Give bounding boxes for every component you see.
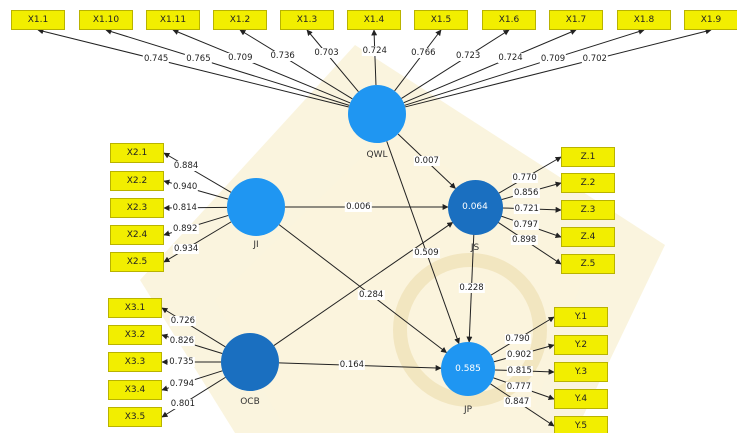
- loading-value-x1-4: 0.724: [361, 45, 388, 56]
- indicator-x2-2[interactable]: X2.2: [110, 171, 164, 191]
- construct-ocb[interactable]: [221, 333, 279, 391]
- loading-value-z-3: 0.721: [513, 203, 540, 214]
- loading-value-x1-2: 0.736: [269, 51, 296, 62]
- loading-value-y-4: 0.777: [505, 381, 533, 392]
- path-coefficient-ji-js: 0.006: [345, 202, 372, 212]
- loading-value-x1-5: 0.766: [410, 48, 437, 59]
- loading-value-x3-4: 0.794: [168, 378, 196, 389]
- indicator-x1-7[interactable]: X1.7: [549, 10, 603, 30]
- loading-edge-x1-10: [105, 28, 350, 106]
- loading-edge-x1-2: [239, 29, 353, 100]
- loading-edge-x1-5: [394, 29, 442, 92]
- loading-edge-x3-5: [161, 376, 226, 418]
- indicator-x1-5[interactable]: X1.5: [414, 10, 468, 30]
- indicator-x3-5[interactable]: X3.5: [108, 407, 162, 427]
- construct-label-js: JS: [470, 243, 480, 253]
- path-edge-ocb-js: [273, 221, 454, 346]
- loading-value-z-2: 0.856: [513, 187, 540, 198]
- construct-r2-js: 0.064: [462, 202, 488, 212]
- construct-qwl[interactable]: [348, 85, 406, 143]
- indicator-x3-3[interactable]: X3.3: [108, 352, 162, 372]
- loading-value-x3-3: 0.735: [168, 357, 195, 367]
- loading-value-x2-2: 0.940: [171, 181, 199, 192]
- indicator-x1-3[interactable]: X1.3: [280, 10, 334, 30]
- indicator-z-2[interactable]: Z.2: [561, 173, 615, 193]
- path-coefficient-ocb-jp: 0.164: [338, 360, 366, 371]
- loading-value-z-4: 0.797: [512, 219, 540, 230]
- loading-value-y-5: 0.847: [504, 396, 531, 407]
- loading-edge-x3-1: [161, 307, 226, 348]
- indicator-x1-9[interactable]: X1.9: [684, 10, 737, 30]
- indicator-x3-4[interactable]: X3.4: [108, 380, 162, 400]
- construct-label-qwl: QWL: [366, 150, 388, 160]
- loading-value-x1-8: 0.709: [539, 53, 567, 64]
- loading-edge-x1-1: [37, 28, 349, 108]
- loading-edge-x1-8: [404, 28, 645, 106]
- loading-value-x1-10: 0.765: [185, 53, 212, 64]
- indicator-x2-4[interactable]: X2.4: [110, 225, 164, 245]
- indicator-y-2[interactable]: Y.2: [554, 335, 608, 355]
- construct-ji[interactable]: [227, 178, 285, 236]
- loading-value-x1-6: 0.723: [454, 51, 482, 61]
- loading-edge-x1-7: [403, 29, 577, 104]
- indicator-x1-8[interactable]: X1.8: [617, 10, 671, 30]
- loading-value-x2-3: 0.814: [171, 202, 198, 213]
- loading-value-x1-7: 0.724: [497, 52, 524, 63]
- path-coefficient-qwl-jp: 0.509: [413, 247, 440, 258]
- loading-value-x1-3: 0.703: [313, 48, 340, 59]
- loading-value-z-5: 0.898: [511, 234, 538, 245]
- indicator-x1-2[interactable]: X1.2: [213, 10, 267, 30]
- indicator-z-5[interactable]: Z.5: [561, 254, 615, 274]
- indicator-x1-1[interactable]: X1.1: [11, 10, 65, 30]
- construct-label-ocb: OCB: [240, 397, 260, 407]
- construct-r2-jp: 0.585: [455, 364, 481, 374]
- loading-value-x2-1: 0.884: [172, 160, 200, 171]
- loading-edge-x1-6: [401, 29, 510, 99]
- loading-value-x1-9: 0.702: [581, 54, 608, 65]
- indicator-x3-1[interactable]: X3.1: [108, 298, 162, 318]
- path-coefficient-qwl-js: 0.007: [413, 156, 440, 167]
- indicator-x1-11[interactable]: X1.11: [146, 10, 200, 30]
- indicator-x2-3[interactable]: X2.3: [110, 198, 164, 218]
- indicator-y-3[interactable]: Y.3: [554, 362, 608, 382]
- indicator-z-1[interactable]: Z.1: [561, 147, 615, 167]
- indicator-x3-2[interactable]: X3.2: [108, 325, 162, 345]
- indicator-y-1[interactable]: Y.1: [554, 307, 608, 327]
- path-coefficient-js-jp: 0.228: [458, 283, 485, 293]
- indicator-z-4[interactable]: Z.4: [561, 227, 615, 247]
- loading-edge-x2-5: [163, 221, 232, 263]
- loading-value-x2-4: 0.892: [172, 223, 199, 234]
- indicator-x2-1[interactable]: X2.1: [110, 143, 164, 163]
- indicator-x1-4[interactable]: X1.4: [347, 10, 401, 30]
- loading-value-x2-5: 0.934: [172, 243, 200, 254]
- indicator-x1-6[interactable]: X1.6: [482, 10, 536, 30]
- construct-js[interactable]: [448, 180, 503, 235]
- loading-edge-x1-11: [172, 29, 351, 104]
- indicator-y-4[interactable]: Y.4: [554, 389, 608, 409]
- indicator-x2-5[interactable]: X2.5: [110, 252, 164, 272]
- loading-value-y-2: 0.902: [506, 349, 533, 360]
- loading-edge-x2-1: [163, 152, 232, 193]
- loading-edge-x1-3: [306, 29, 359, 93]
- loading-edge-x1-4: [371, 29, 378, 86]
- loading-value-x1-11: 0.709: [227, 52, 254, 63]
- loading-value-y-1: 0.790: [504, 334, 531, 345]
- loading-value-x1-1: 0.745: [142, 54, 170, 65]
- indicator-y-5[interactable]: Y.5: [554, 416, 608, 433]
- loading-value-x3-2: 0.826: [168, 336, 196, 347]
- loading-edge-x1-9: [405, 28, 712, 108]
- construct-jp[interactable]: [441, 342, 495, 396]
- path-coefficient-ji-jp: 0.284: [357, 290, 385, 300]
- indicator-x1-10[interactable]: X1.10: [79, 10, 133, 30]
- loading-value-y-3: 0.815: [506, 365, 533, 376]
- loading-value-x3-1: 0.726: [169, 315, 197, 326]
- construct-label-ji: JI: [253, 240, 259, 250]
- indicator-z-3[interactable]: Z.3: [561, 200, 615, 220]
- loading-value-x3-5: 0.801: [169, 398, 197, 409]
- path-edge-ji-jp: [278, 224, 448, 354]
- loading-value-z-1: 0.770: [511, 173, 538, 184]
- construct-label-jp: JP: [463, 405, 473, 415]
